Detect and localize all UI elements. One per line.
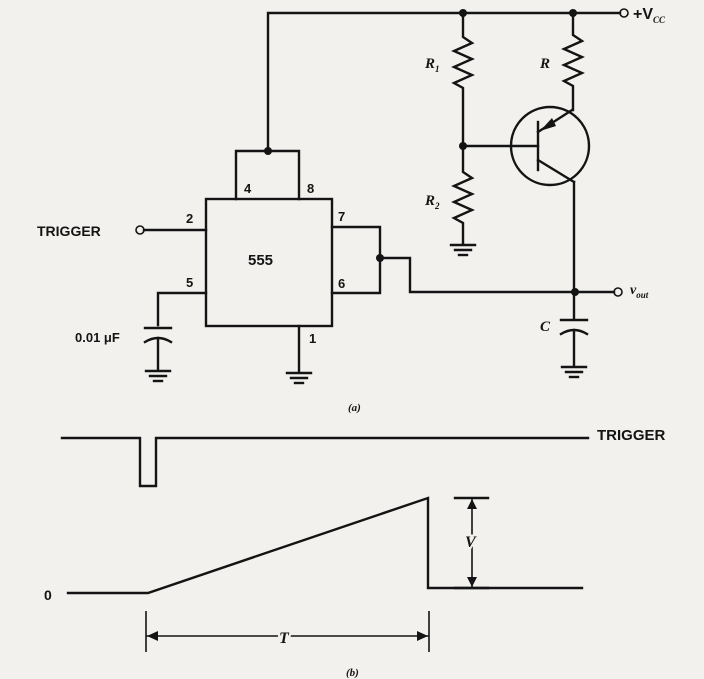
ground-icon: [285, 371, 313, 385]
trigger-waveform-label: TRIGGER: [597, 427, 666, 444]
pin-6-label: 6: [338, 276, 345, 291]
arrow-up-icon: [467, 499, 477, 509]
circuit-diagram: 555 4 8 2 7 5 6 1 +VCC TRIGGER 0.01 μF: [37, 6, 666, 414]
trigger-input-label: TRIGGER: [37, 223, 101, 239]
r-label: R: [539, 56, 550, 72]
arrow-down-icon: [467, 577, 477, 587]
t-label: T: [279, 630, 290, 647]
trigger-waveform: [60, 436, 590, 488]
vout-terminal: [613, 287, 623, 297]
pin-7-label: 7: [338, 209, 345, 224]
zero-level-label: 0: [44, 587, 52, 603]
pnp-transistor-icon: [509, 105, 591, 187]
caption-a: (a): [348, 402, 361, 414]
ground-icon: [144, 369, 172, 383]
output-wire: [378, 256, 616, 294]
vcc-label: +VCC: [633, 6, 666, 25]
pin-8-label: 8: [307, 181, 314, 196]
ic-555-label: 555: [248, 252, 273, 269]
ramp-waveform: [66, 496, 584, 595]
vcc-rail-wire: [266, 11, 622, 153]
vout-label: vout: [630, 283, 649, 300]
r1-label: R1: [424, 56, 440, 74]
caption-b: (b): [346, 667, 359, 679]
v-label: V: [465, 534, 477, 551]
arrow-right-icon: [417, 631, 428, 641]
vcc-terminal: [619, 8, 629, 18]
resistor-r: [561, 11, 585, 112]
pin-5-label: 5: [186, 275, 193, 290]
resistor-r1: [451, 11, 475, 148]
c-label: C: [540, 319, 551, 335]
ground-icon: [449, 243, 477, 257]
pin-2-label: 2: [186, 211, 193, 226]
pin-4-label: 4: [244, 181, 252, 196]
resistor-r2: [451, 144, 475, 246]
arrow-left-icon: [147, 631, 158, 641]
timing-cap-label: 0.01 μF: [75, 330, 120, 345]
pin-1-label: 1: [309, 331, 316, 346]
ic-555-body: [204, 197, 334, 328]
waveform-diagram: TRIGGER 0 V T (b): [44, 427, 666, 679]
ground-icon: [560, 365, 588, 379]
r2-label: R2: [424, 193, 440, 211]
pin-5-wire: [156, 291, 208, 327]
